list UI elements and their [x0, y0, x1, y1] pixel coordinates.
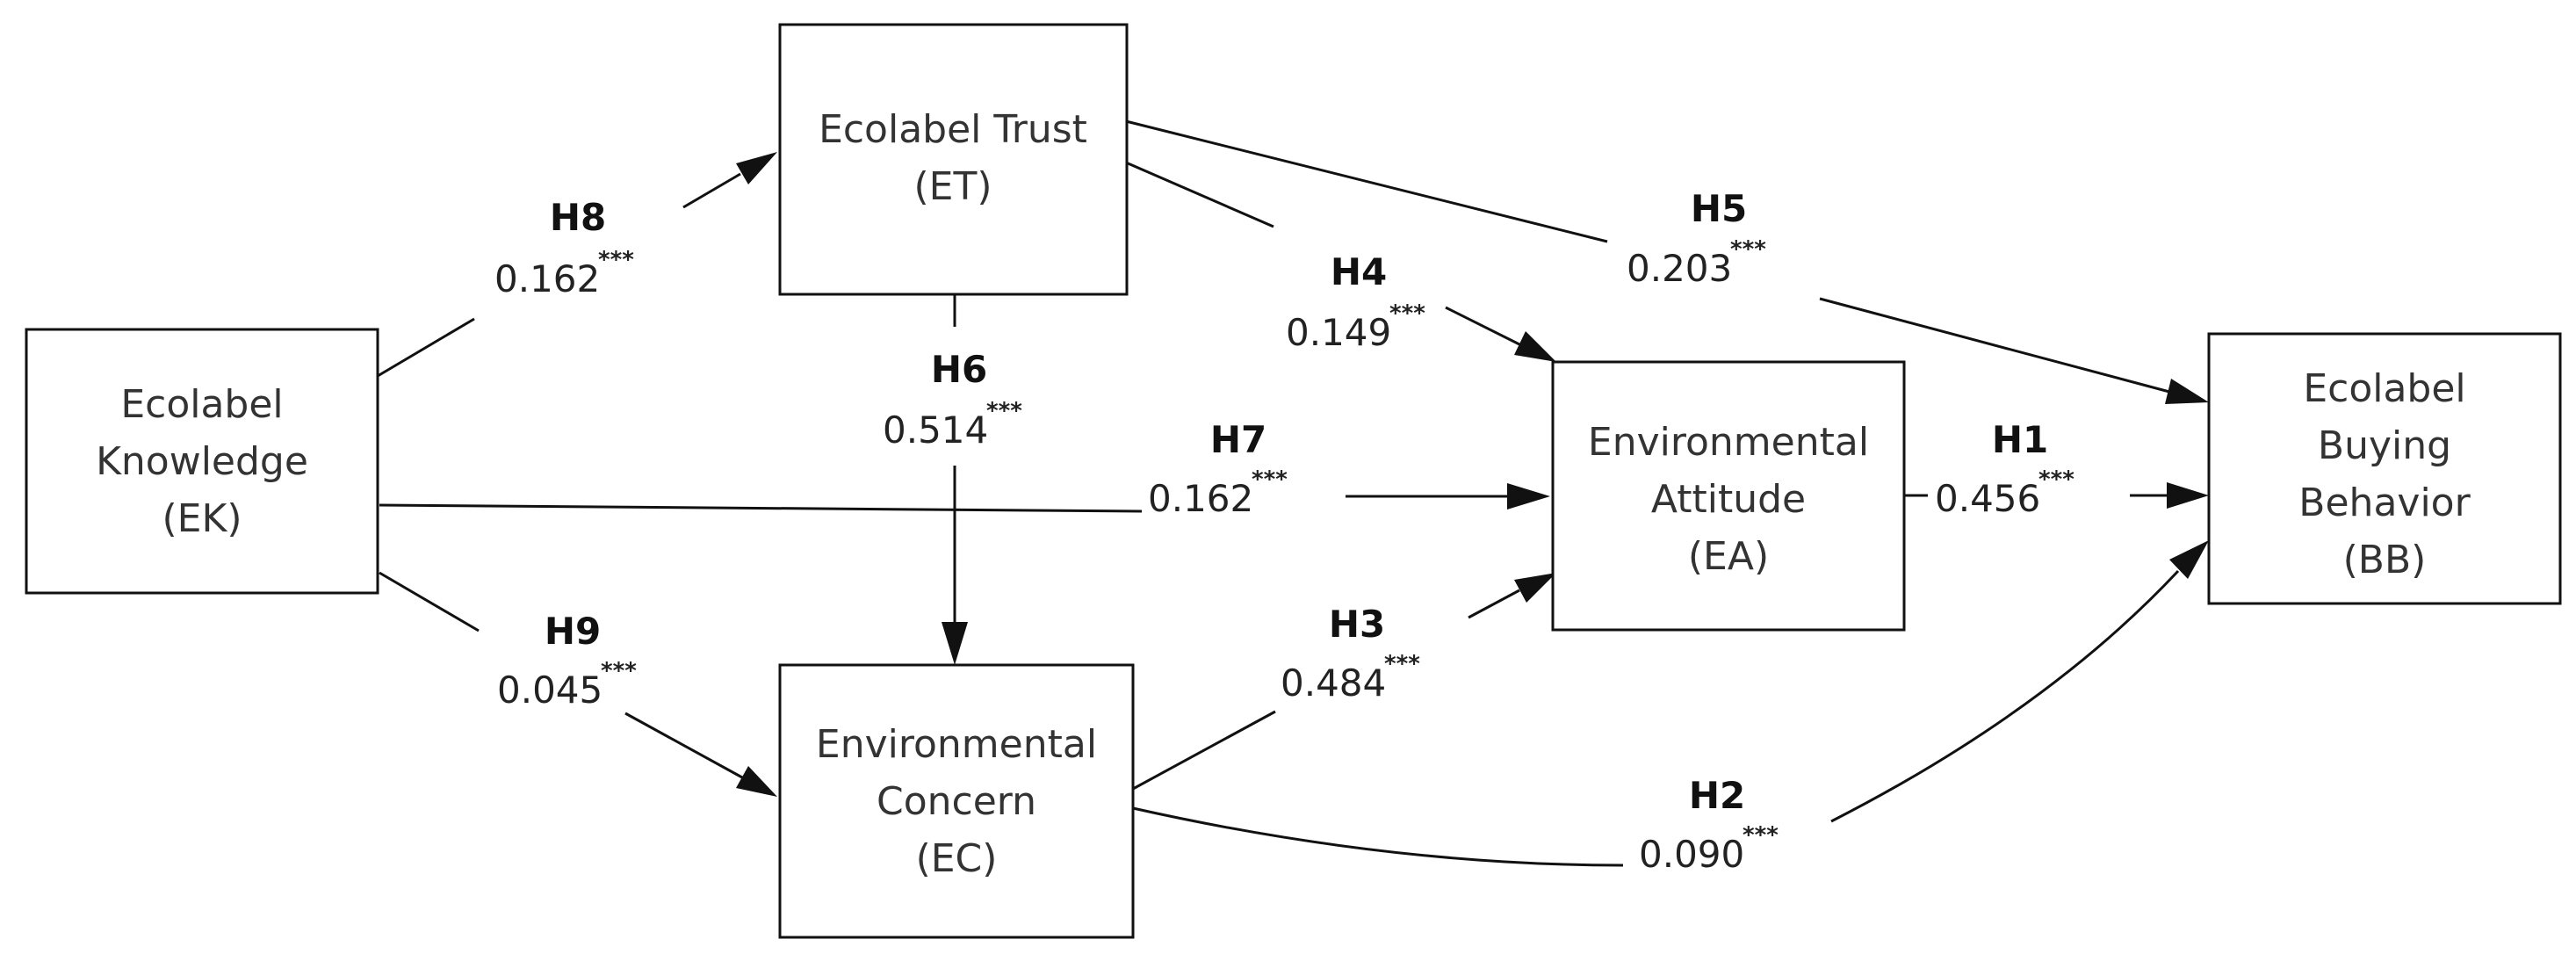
label-h2-hypothesis: H2 — [1689, 774, 1745, 817]
label-h6-hypothesis: H6 — [931, 348, 987, 391]
label-h9-hypothesis: H9 — [545, 610, 601, 653]
label-h5-significance: *** — [1730, 236, 1766, 263]
label-h6: H6 0.514 *** — [883, 348, 1022, 452]
label-h4: H4 0.149 *** — [1286, 250, 1425, 354]
node-ec-line-1: Environmental — [816, 722, 1097, 767]
label-h5-hypothesis: H5 — [1691, 187, 1747, 230]
label-h5: H5 0.203 *** — [1627, 187, 1766, 290]
node-bb-line-3: Behavior — [2298, 481, 2471, 525]
label-h9: H9 0.045 *** — [497, 610, 637, 712]
label-h5-coefficient: 0.203 — [1627, 247, 1732, 290]
label-h6-coefficient: 0.514 — [883, 408, 988, 452]
label-h1-significance: *** — [2038, 466, 2075, 493]
label-h9-significance: *** — [601, 658, 637, 684]
label-h1-hypothesis: H1 — [1992, 418, 2048, 461]
node-ecolabel-buying-behavior: Ecolabel Buying Behavior (BB) — [2207, 332, 2562, 605]
path-h8-arrow — [377, 152, 777, 378]
path-h6-arrow — [942, 294, 968, 665]
node-ek-line-1: Ecolabel — [120, 382, 283, 427]
node-bb-line-4: (BB) — [2343, 538, 2427, 582]
node-ea-line-1: Environmental — [1588, 420, 1869, 465]
node-environmental-attitude: Environmental Attitude (EA) — [1551, 360, 1906, 632]
label-h7: H7 0.162 *** — [1148, 418, 1288, 520]
label-h3-significance: *** — [1384, 651, 1420, 677]
node-ec-line-2: Concern — [877, 779, 1036, 824]
node-et-line-1: Ecolabel Trust — [819, 107, 1087, 152]
node-et-line-2: (ET) — [913, 164, 992, 209]
node-ea-line-3: (EA) — [1688, 534, 1769, 579]
label-h2: H2 0.090 *** — [1639, 774, 1779, 876]
label-h8-significance: *** — [598, 247, 634, 273]
label-h7-hypothesis: H7 — [1210, 418, 1266, 461]
label-h8: H8 0.162 *** — [494, 196, 634, 300]
path-h7-arrow — [379, 483, 1550, 513]
label-h2-significance: *** — [1743, 822, 1779, 849]
label-h4-hypothesis: H4 — [1331, 250, 1387, 293]
path-h4-arrow — [1125, 161, 1556, 362]
path-h3-arrow — [1132, 573, 1556, 791]
node-ecolabel-knowledge: Ecolabel Knowledge (EK) — [25, 328, 379, 595]
node-bb-line-2: Buying — [2318, 423, 2451, 468]
label-h7-significance: *** — [1252, 466, 1288, 493]
label-h9-coefficient: 0.045 — [497, 669, 603, 712]
label-h3: H3 0.484 *** — [1281, 603, 1420, 705]
label-h6-significance: *** — [986, 398, 1022, 424]
label-h1-coefficient: 0.456 — [1935, 477, 2040, 520]
node-ea-line-2: Attitude — [1651, 477, 1806, 522]
path-h1-arrow — [1904, 482, 2209, 509]
path-h2-arrow — [1132, 540, 2209, 867]
label-h3-coefficient: 0.484 — [1281, 661, 1386, 705]
label-h4-coefficient: 0.149 — [1286, 311, 1391, 354]
label-h8-coefficient: 0.162 — [494, 257, 600, 300]
node-ec-line-3: (EC) — [916, 836, 998, 881]
path-h9-arrow — [379, 571, 777, 797]
node-ecolabel-trust: Ecolabel Trust (ET) — [778, 23, 1129, 296]
node-bb-line-1: Ecolabel — [2303, 366, 2465, 411]
label-h8-hypothesis: H8 — [550, 196, 606, 239]
label-h7-coefficient: 0.162 — [1148, 477, 1253, 520]
label-h3-hypothesis: H3 — [1329, 603, 1385, 646]
node-ek-line-2: Knowledge — [96, 439, 308, 484]
label-h4-significance: *** — [1389, 300, 1425, 327]
node-ek-line-3: (EK) — [162, 496, 242, 541]
label-h2-coefficient: 0.090 — [1639, 833, 1744, 876]
label-h1: H1 0.456 *** — [1935, 418, 2075, 520]
node-environmental-concern: Environmental Concern (EC) — [778, 663, 1135, 939]
path-h5-arrow — [1125, 119, 2209, 404]
